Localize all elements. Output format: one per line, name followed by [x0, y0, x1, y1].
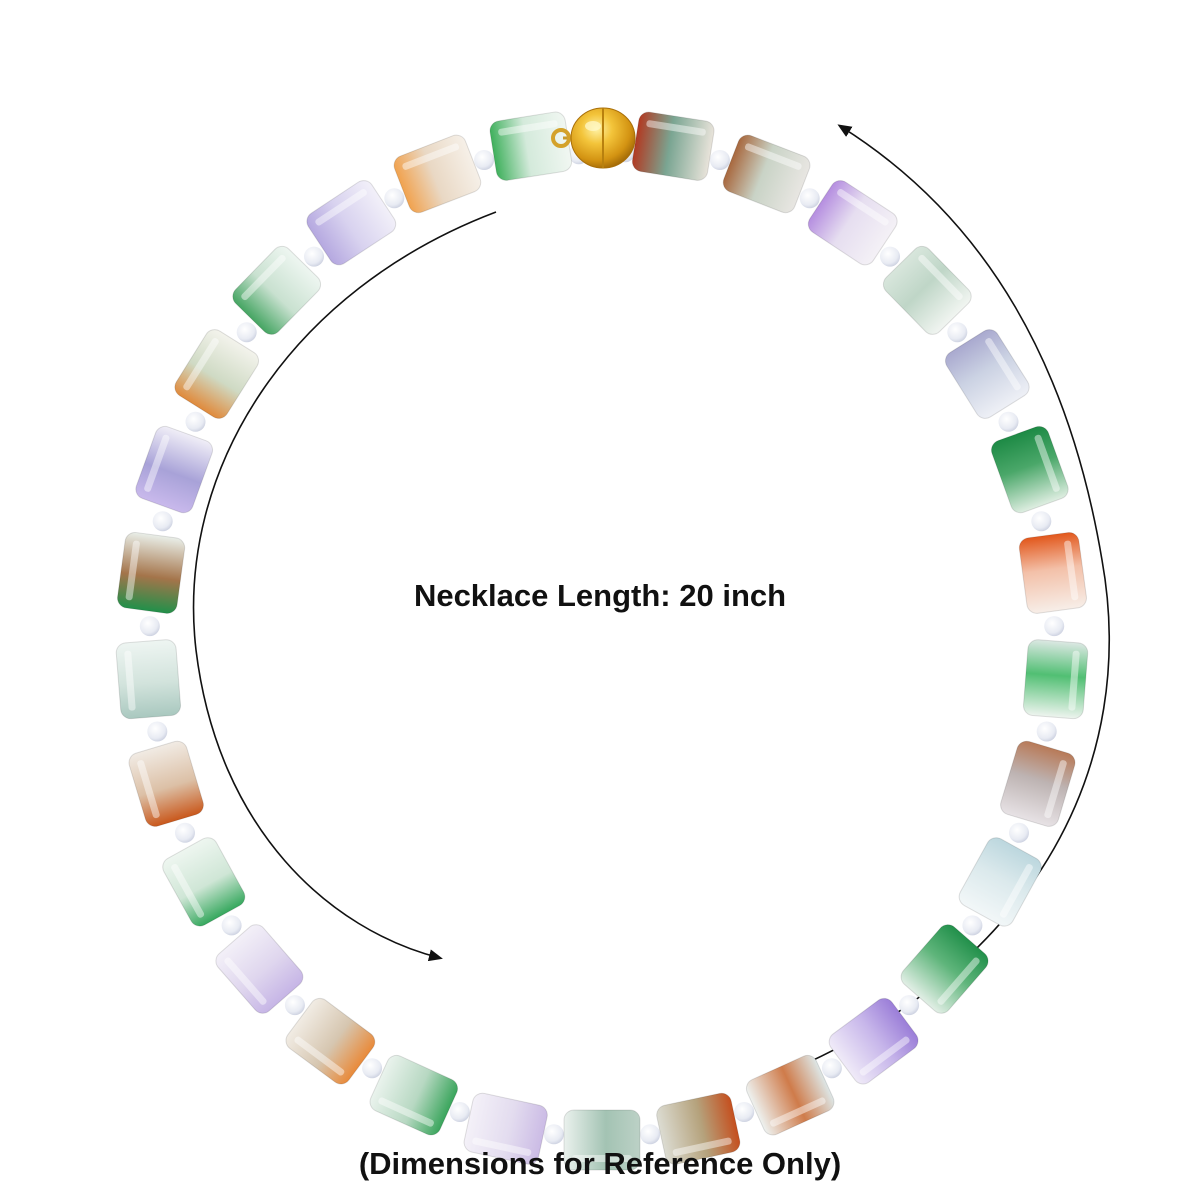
jade-barrel-bead [232, 245, 322, 335]
spacer-bead [236, 322, 257, 343]
spacer-bead [899, 995, 920, 1016]
jade-barrel-bead [369, 1054, 459, 1136]
jade-barrel-bead [1018, 531, 1087, 614]
spacer-bead [543, 1124, 564, 1145]
jade-barrel-bead [162, 837, 246, 927]
jade-barrel-bead [215, 924, 304, 1014]
jade-barrel-bead [128, 740, 204, 827]
magnetic-clasp [551, 107, 636, 169]
spacer-bead [152, 511, 173, 532]
spacer-bead [947, 322, 968, 343]
jade-barrel-bead [944, 329, 1030, 419]
jade-barrel-bead [1000, 740, 1076, 827]
spacer-bead [734, 1102, 755, 1122]
jade-barrel-bead [882, 245, 972, 335]
jade-barrel-bead [393, 134, 482, 214]
necklace-length-label: Necklace Length: 20 inch [413, 578, 787, 613]
jade-barrel-bead [115, 639, 182, 720]
jade-barrel-bead [631, 111, 715, 181]
jade-barrel-bead [563, 1109, 641, 1171]
jade-barrel-bead [722, 134, 811, 214]
spacer-bead [449, 1102, 470, 1122]
spacer-bead [175, 822, 195, 843]
spacer-bead [880, 246, 900, 267]
spacer-bead [474, 150, 495, 170]
spacer-bead [709, 150, 730, 170]
spacer-bead [185, 411, 206, 432]
jade-barrel-bead [117, 531, 186, 614]
spacer-bead [284, 995, 305, 1016]
length-arrow-left [192, 211, 497, 962]
jade-barrel-bead [306, 180, 397, 266]
jade-barrel-bead [463, 1092, 548, 1165]
bead-strand [115, 111, 1089, 1171]
jade-barrel-bead [990, 425, 1069, 514]
spacer-bead [1009, 822, 1029, 843]
jade-barrel-bead [828, 997, 919, 1085]
jade-barrel-bead [656, 1092, 741, 1165]
length-arrow-right [795, 124, 1110, 1069]
spacer-bead [1044, 616, 1065, 637]
spacer-bead [799, 188, 820, 209]
spacer-bead [304, 246, 324, 267]
jade-barrel-bead [285, 997, 376, 1085]
spacer-bead [221, 915, 242, 936]
spacer-bead [821, 1058, 842, 1079]
spacer-bead [139, 616, 160, 637]
spacer-bead [1036, 721, 1057, 742]
jade-barrel-bead [807, 180, 898, 266]
jade-barrel-bead [489, 111, 573, 181]
jade-barrel-bead [958, 837, 1042, 927]
spacer-bead [384, 188, 405, 209]
jade-barrel-bead [1022, 639, 1089, 720]
spacer-bead [962, 915, 983, 936]
jade-barrel-bead [745, 1054, 835, 1136]
jade-barrel-bead [900, 924, 989, 1014]
spacer-bead [1031, 511, 1052, 532]
spacer-bead [147, 721, 168, 742]
spacer-bead [998, 411, 1019, 432]
jade-barrel-bead [135, 425, 214, 514]
spacer-bead [640, 1124, 661, 1145]
dimensions-disclaimer: (Dimensions for Reference Only) [358, 1146, 842, 1181]
jade-barrel-bead [174, 329, 260, 419]
spacer-bead [362, 1058, 383, 1079]
